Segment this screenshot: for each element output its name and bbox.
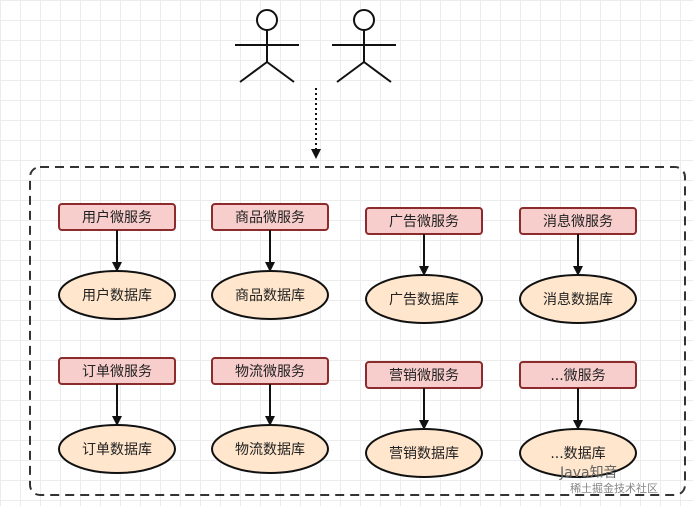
- user-stick-figure: [235, 9, 299, 83]
- database-ellipse: [58, 424, 176, 474]
- service-label: 广告微服务: [389, 214, 459, 230]
- service-label: 商品微服务: [235, 210, 305, 226]
- database-node: 订单数据库: [58, 424, 176, 474]
- database-label: 物流数据库: [235, 442, 305, 458]
- service-label: 用户微服务: [82, 209, 152, 226]
- database-node: 消息数据库: [519, 274, 637, 324]
- microservice-node: 用户微服务: [58, 203, 176, 231]
- database-ellipse: [519, 428, 637, 478]
- service-label: 营销微服务: [389, 368, 459, 384]
- database-ellipse: [519, 274, 637, 324]
- system-boundary: [29, 166, 686, 496]
- microservice-node: ...微服务: [519, 361, 637, 389]
- microservice-node: 订单微服务: [58, 357, 176, 385]
- database-node: ...数据库: [519, 428, 637, 478]
- database-ellipse: [365, 274, 483, 324]
- service-label: 消息微服务: [543, 213, 613, 230]
- microservice-node: 商品微服务: [211, 203, 329, 231]
- database-ellipse: [211, 270, 329, 320]
- database-label: 营销数据库: [389, 446, 459, 462]
- microservice-node: 营销微服务: [365, 361, 483, 389]
- database-node: 营销数据库: [365, 428, 483, 478]
- service-label: 物流微服务: [235, 364, 305, 380]
- database-node: 用户数据库: [58, 270, 176, 320]
- database-ellipse: [365, 428, 483, 478]
- database-node: 商品数据库: [211, 270, 329, 320]
- user-stick-figure: [332, 9, 396, 83]
- watermark-text: Java知音: [560, 465, 618, 481]
- database-label: 商品数据库: [235, 288, 305, 304]
- watermark: Java知音 稀土掘金技术社区: [560, 462, 658, 496]
- database-label: ...数据库: [550, 446, 605, 462]
- database-label: 订单数据库: [82, 442, 152, 458]
- service-label: 订单微服务: [82, 364, 152, 380]
- service-label: ...微服务: [550, 368, 605, 384]
- microservice-node: 消息微服务: [519, 207, 637, 235]
- microservice-node: 广告微服务: [365, 207, 483, 235]
- database-ellipse: [211, 424, 329, 474]
- database-node: 广告数据库: [365, 274, 483, 324]
- database-label: 用户数据库: [82, 287, 152, 304]
- database-label: 广告数据库: [389, 292, 459, 308]
- database-label: 消息数据库: [543, 291, 613, 308]
- database-ellipse: [58, 270, 176, 320]
- database-node: 物流数据库: [211, 424, 329, 474]
- microservice-node: 物流微服务: [211, 357, 329, 385]
- watermark-sub: 稀土掘金技术社区: [570, 482, 658, 495]
